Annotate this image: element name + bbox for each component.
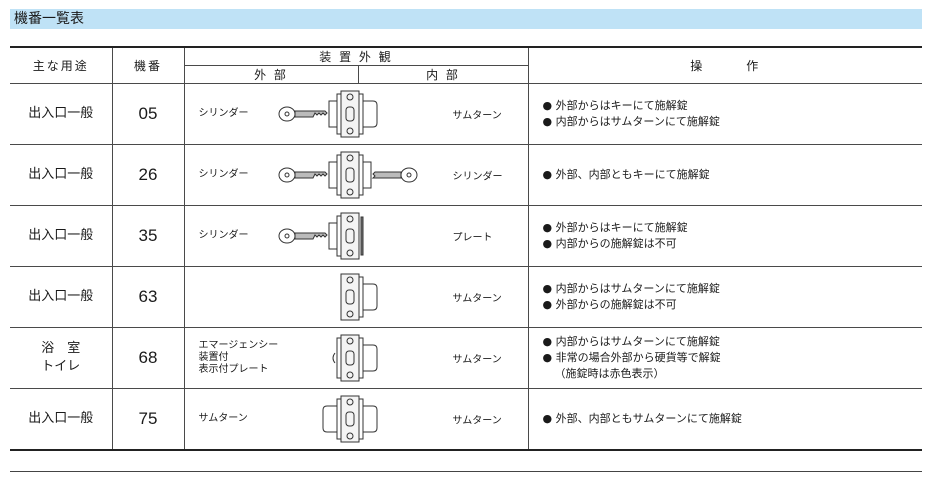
operation-line: ● 内部からはサムターンにて施解錠 [542,282,720,295]
outer-label: シリンダー [198,230,249,241]
operation-line: ● 内部からはサムターンにて施解錠 [542,115,720,128]
device-diagram [278,151,417,199]
inner-label: サムターン [452,415,502,427]
plate-icon [360,216,363,256]
operation-line: ● 外部からはキーにて施解錠 [542,221,688,234]
row-operation: ● 外部からはキーにて施解錠 ● 内部からはサムターンにて施解錠 [527,83,923,145]
row-use: 浴 室 トイレ [10,327,113,389]
row-use: 出入口一般 [10,266,113,328]
use-line: トイレ [41,359,81,374]
key-icon [371,167,417,183]
inner-label: サムターン [452,354,502,366]
row-appearance: サムターン サムターン [183,388,529,451]
key-icon [278,167,328,183]
table-row: 出入口一般 75 サムターン サムターン [10,388,923,451]
outer-label: シリンダー [198,108,249,119]
outer-label: エマージェンシー 装置付 表示付プレート [199,340,279,376]
row-appearance: シリンダー プレート [183,205,529,267]
operation-line: ● 非常の場合外部から硬貨等で解錠 [542,351,721,364]
device-diagram [278,212,363,260]
lock-body-icon [328,151,371,199]
table-row: 浴 室 トイレ 68 エマージェンシー 装置付 表示付プレート [10,327,923,389]
thumbturn-icon [362,405,377,433]
row-use: 出入口一般 [10,388,113,451]
thumbturn-icon [322,405,337,433]
lock-number-table: 主な用途 機番 装 置 外 観 操 作 外 部 内 部 出入口一般 05 シリン… [10,46,923,451]
device-diagram [332,334,377,382]
bottom-rule [10,471,922,472]
header-operation: 操 作 [527,46,923,84]
thumbturn-icon [362,344,377,372]
page-title: 機番一覧表 [14,11,84,27]
row-use: 出入口一般 [10,144,113,206]
row-number: 05 [111,83,185,145]
row-appearance: エマージェンシー 装置付 表示付プレート サムターン [183,327,529,389]
row-use: 出入口一般 [10,83,113,145]
device-diagram [322,395,377,443]
row-appearance: シリンダー サムターン [183,83,529,145]
table-row: 出入口一般 35 シリンダー プレート [10,205,923,267]
outer-label: シリンダー [198,169,249,180]
operation-line: ● 内部からの施解錠は不可 [542,237,677,250]
inner-label: サムターン [452,110,502,122]
header-inside: 内 部 [357,65,529,84]
row-operation: ● 外部、内部ともサムターンにて施解錠 [527,388,923,451]
row-operation: ● 外部からはキーにて施解錠 ● 内部からの施解錠は不可 [527,205,923,267]
inner-label: プレート [452,232,493,244]
lock-body-icon [336,334,363,382]
outer-label: サムターン [198,413,248,424]
operation-line: ● 外部からはキーにて施解錠 [542,99,688,112]
header-outside: 外 部 [184,65,359,84]
operation-line: （施錠時は赤色表示） [554,367,665,380]
row-use: 出入口一般 [10,205,113,267]
key-icon [278,106,328,122]
table-row: 出入口一般 26 シリンダー [10,144,923,206]
row-number: 68 [111,327,185,389]
outer-label-line: 表示付プレート [198,364,269,375]
header-number: 機番 [111,46,185,84]
lock-body-icon [328,90,363,138]
operation-line: ● 外部からの施解錠は不可 [542,298,677,311]
lock-body-icon [336,395,363,443]
row-appearance: サムターン [183,266,529,328]
device-diagram [278,90,377,138]
emergency-release-icon [332,352,335,364]
outer-label-line: エマージェンシー [198,340,279,351]
row-number: 35 [111,205,185,267]
device-diagram [340,273,377,321]
row-operation: ● 内部からはサムターンにて施解錠 ● 非常の場合外部から硬貨等で解錠 （施錠時… [527,327,923,389]
title-bar: 機番一覧表 [10,9,922,29]
header-use: 主な用途 [10,46,113,84]
lock-body-icon [340,273,363,321]
thumbturn-icon [362,283,377,311]
outer-label-line: 装置付 [198,352,229,363]
row-operation: ● 内部からはサムターンにて施解錠 ● 外部からの施解錠は不可 [527,266,923,328]
row-appearance: シリンダー [183,144,529,206]
lock-body-icon [328,212,359,260]
table-row: 出入口一般 63 サムターン ● 内部からはサムターンにて施解錠 ● 外部からの… [10,266,923,328]
row-operation: ● 外部、内部ともキーにて施解錠 [527,144,923,206]
operation-line: ● 内部からはサムターンにて施解錠 [542,335,720,348]
operation-line: ● 外部、内部ともキーにて施解錠 [542,168,710,181]
thumbturn-icon [362,100,377,128]
row-number: 63 [111,266,185,328]
row-number: 26 [111,144,185,206]
table-row: 出入口一般 05 シリンダー [10,83,923,145]
use-line: 浴 室 [41,341,81,356]
row-number: 75 [111,388,185,451]
operation-line: ● 外部、内部ともサムターンにて施解錠 [542,412,742,425]
header-appearance: 装 置 外 観 [183,46,529,66]
inner-label: シリンダー [452,171,503,183]
inner-label: サムターン [452,293,502,305]
key-icon [278,228,328,244]
